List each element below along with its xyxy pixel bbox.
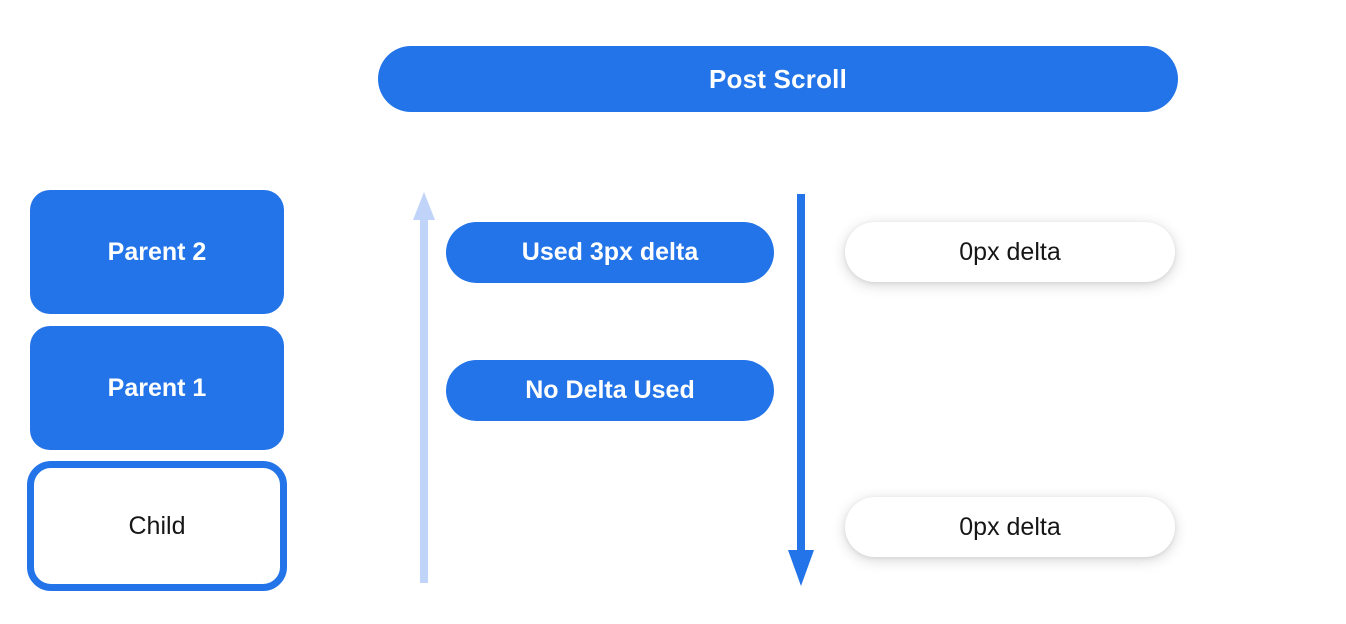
result-delta-top-label: 0px delta <box>959 237 1061 266</box>
result-delta-bottom-label: 0px delta <box>959 512 1061 541</box>
parent-1-label: Parent 1 <box>107 373 207 402</box>
parent-2-label: Parent 2 <box>107 237 207 266</box>
scroll-up-arrow <box>413 192 435 583</box>
post-scroll-pill: Post Scroll <box>378 46 1178 112</box>
used-delta-pill: Used 3px delta <box>446 222 774 283</box>
post-scroll-label: Post Scroll <box>708 63 847 94</box>
parent-1-box: Parent 1 <box>30 326 284 450</box>
result-delta-pill-top: 0px delta <box>845 222 1175 282</box>
used-delta-label: Used 3px delta <box>521 238 699 266</box>
child-label: Child <box>128 511 186 540</box>
no-delta-pill: No Delta Used <box>446 360 774 421</box>
result-delta-pill-bottom: 0px delta <box>845 497 1175 557</box>
child-box: Child <box>27 461 287 591</box>
scroll-down-arrow <box>788 194 814 586</box>
no-delta-label: No Delta Used <box>525 376 695 404</box>
parent-2-box: Parent 2 <box>30 190 284 314</box>
